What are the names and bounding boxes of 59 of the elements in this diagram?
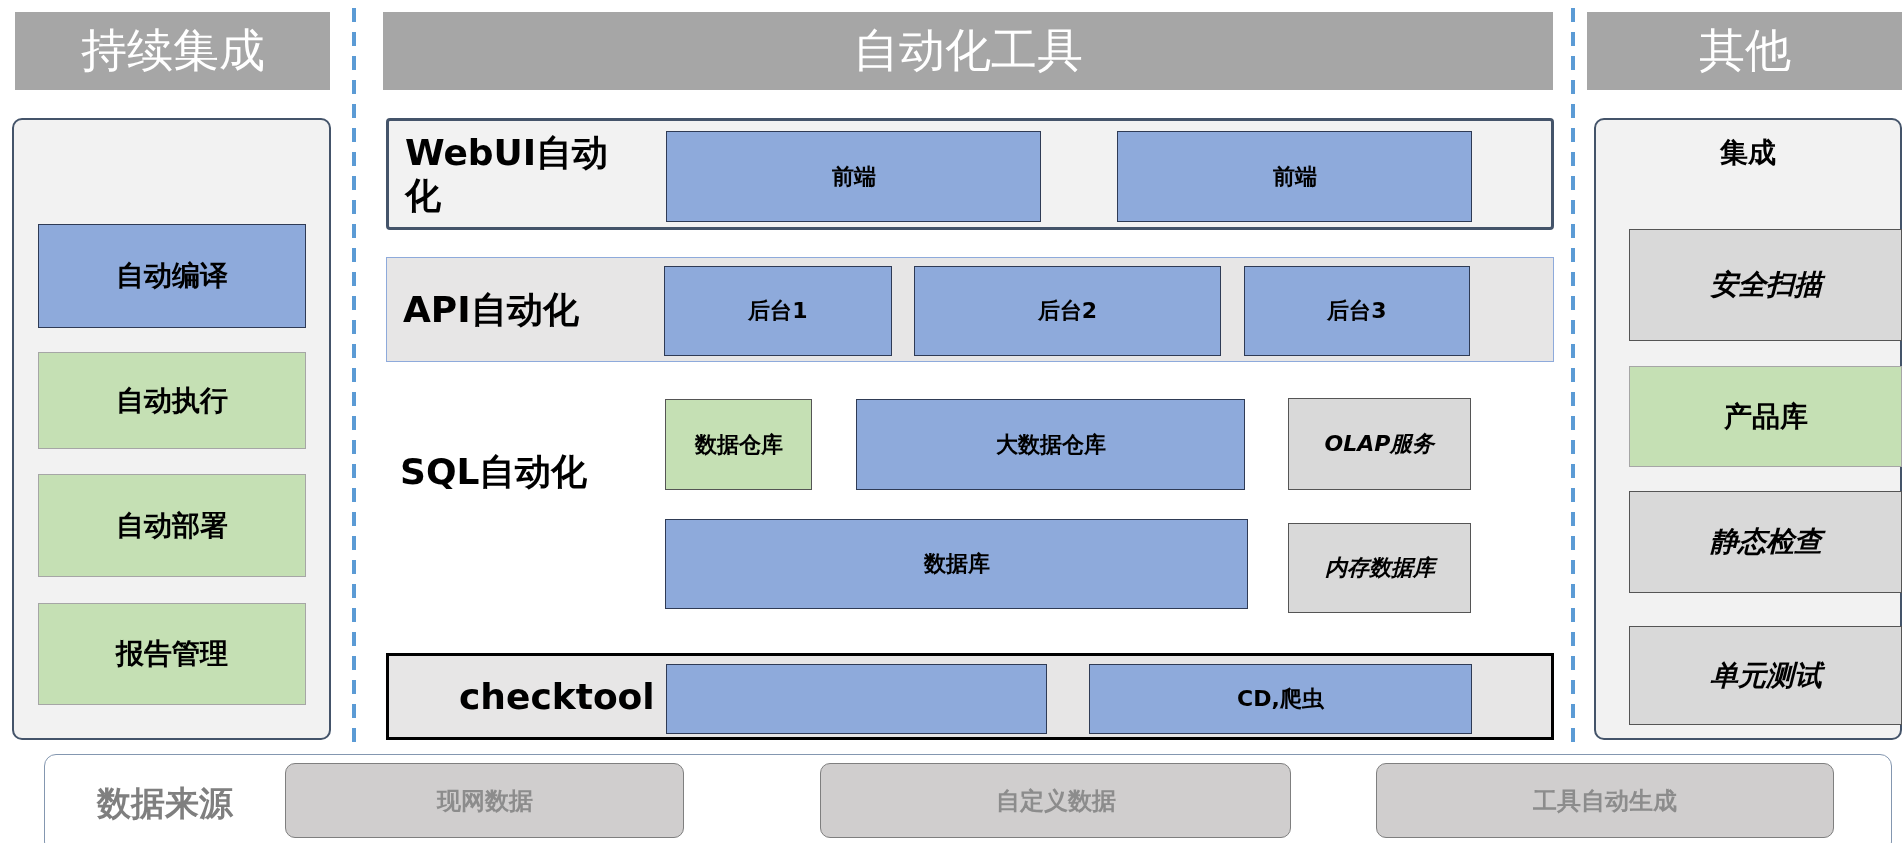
box-label: 自动部署 — [116, 507, 228, 544]
row-label: SQL自动化 — [400, 450, 589, 494]
section-label: WebUI自动化 — [405, 130, 610, 218]
box-label: 数据库 — [923, 550, 990, 578]
box-label: 自动执行 — [116, 382, 228, 419]
process-box — [1629, 626, 1902, 725]
section-header — [383, 12, 1553, 90]
box-label: 前端 — [1272, 162, 1317, 191]
section-label: API自动化 — [403, 287, 579, 332]
row-panel — [386, 257, 1554, 362]
box-label: 前端 — [831, 162, 876, 191]
process-box — [38, 352, 306, 449]
section-label: 集成 — [1720, 135, 1776, 171]
process-box — [665, 399, 812, 490]
box-label: 后台2 — [1037, 297, 1098, 325]
data-source-box — [1376, 763, 1834, 838]
process-box — [1117, 131, 1472, 222]
process-box — [1089, 664, 1472, 734]
section-title: 自动化工具 — [853, 22, 1083, 79]
row-panel — [386, 118, 1554, 230]
process-box — [665, 519, 1248, 609]
box-label: 报告管理 — [116, 636, 228, 672]
box-label: 自动编译 — [116, 258, 228, 294]
process-box — [38, 224, 306, 328]
section-label: checktool — [459, 674, 655, 719]
data-source-box — [820, 763, 1291, 838]
box-label: 大数据仓库 — [995, 430, 1106, 459]
box-label: 产品库 — [1723, 398, 1808, 435]
row-panel — [386, 653, 1554, 740]
panel-background — [1594, 118, 1902, 740]
process-box — [666, 664, 1047, 734]
process-box — [1629, 366, 1902, 467]
process-box — [1288, 398, 1471, 490]
section-title: 其他 — [1698, 22, 1791, 79]
process-box — [914, 266, 1221, 356]
box-label: OLAP服务 — [1324, 430, 1435, 458]
section-title: 持续集成 — [80, 22, 265, 79]
box-label: 自定义数据 — [995, 785, 1116, 817]
data-source-box — [285, 763, 684, 838]
box-label: 工具自动生成 — [1533, 785, 1677, 817]
process-box — [664, 266, 892, 356]
process-box — [38, 474, 306, 577]
process-box — [1244, 266, 1470, 356]
section-label: 数据来源 — [97, 782, 233, 825]
process-box — [1629, 491, 1902, 593]
box-label: CD,爬虫 — [1237, 685, 1324, 713]
box-label: 数据仓库 — [694, 430, 783, 459]
panel-background — [12, 118, 331, 740]
process-box — [1629, 229, 1902, 341]
box-label: 现网数据 — [436, 785, 533, 817]
process-box — [666, 131, 1041, 222]
process-box — [38, 603, 306, 705]
box-label: 后台1 — [748, 297, 808, 325]
section-header — [15, 12, 330, 90]
box-label: 后台3 — [1327, 297, 1387, 325]
process-box — [856, 399, 1245, 490]
band-background — [44, 754, 1892, 843]
process-box — [1288, 523, 1471, 613]
section-header — [1587, 12, 1902, 90]
